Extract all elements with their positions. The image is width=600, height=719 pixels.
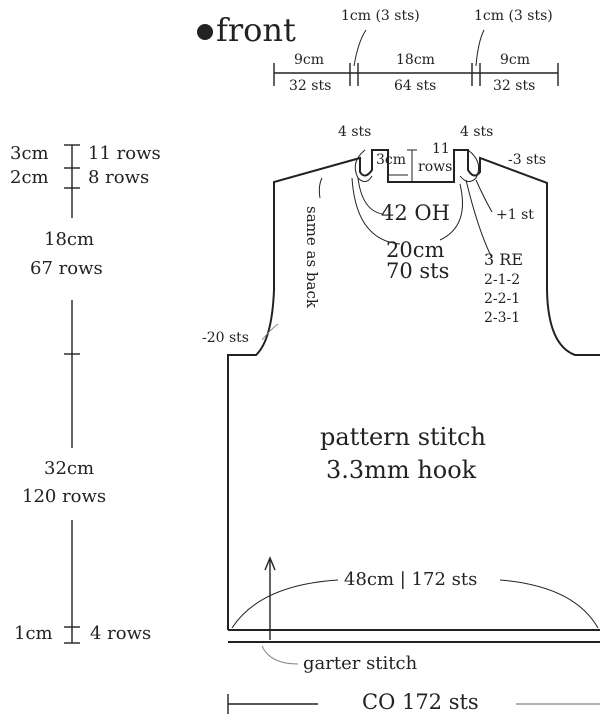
neck-center-cm: 3cm — [376, 152, 407, 168]
neck-re: 3 RE — [484, 250, 523, 269]
neck-left-sts: 4 sts — [338, 124, 372, 140]
left-m1-cm: 3cm — [10, 143, 49, 164]
front-piece-outline — [227, 149, 600, 630]
pattern-stitch-label: pattern stitch — [320, 423, 486, 451]
width-label: 48cm | 172 sts — [344, 569, 478, 590]
hook-size-label: 3.3mm hook — [326, 456, 477, 484]
body-rows: 120 rows — [22, 486, 107, 507]
side-note: same as back — [303, 206, 321, 308]
seg2-sts: 64 sts — [394, 78, 437, 94]
page-title: front — [216, 11, 296, 49]
neck-right-sts: 4 sts — [460, 124, 494, 140]
neck-plus-st: +1 st — [496, 207, 534, 223]
neck-oh: 42 OH — [381, 201, 450, 225]
neck-width-sts: 70 sts — [386, 259, 450, 283]
neck-width-cm: 20cm — [386, 238, 445, 262]
garter-label: garter stitch — [303, 653, 418, 674]
title-bullet-icon — [197, 24, 213, 40]
re-step-3: 2-3-1 — [484, 310, 521, 326]
neck-center-rows-word: rows — [418, 159, 453, 175]
left-m2-rows: 8 rows — [88, 167, 150, 188]
left-m1-rows: 11 rows — [88, 143, 161, 164]
hem-rows: 4 rows — [90, 623, 152, 644]
re-step-2: 2-2-1 — [484, 291, 521, 307]
hem-cm: 1cm — [14, 623, 53, 644]
left-m2-cm: 2cm — [10, 167, 49, 188]
armhole-decrease: -20 sts — [202, 330, 249, 346]
cast-on-label: CO 172 sts — [362, 690, 479, 714]
body-cm: 32cm — [44, 458, 95, 479]
seg1-cm: 9cm — [294, 52, 325, 68]
seg3-sts: 32 sts — [493, 78, 536, 94]
neck-minus-sts: -3 sts — [508, 152, 547, 168]
armhole-rows: 67 rows — [30, 258, 103, 279]
seg2-cm: 18cm — [396, 52, 435, 68]
re-step-1: 2-1-2 — [484, 272, 521, 288]
gap2-label: 1cm (3 sts) — [474, 8, 553, 24]
seg3-cm: 9cm — [500, 52, 531, 68]
neck-center-rows-num: 11 — [432, 141, 450, 157]
gap1-label: 1cm (3 sts) — [341, 8, 420, 24]
seg1-sts: 32 sts — [289, 78, 332, 94]
armhole-cm: 18cm — [44, 229, 95, 250]
